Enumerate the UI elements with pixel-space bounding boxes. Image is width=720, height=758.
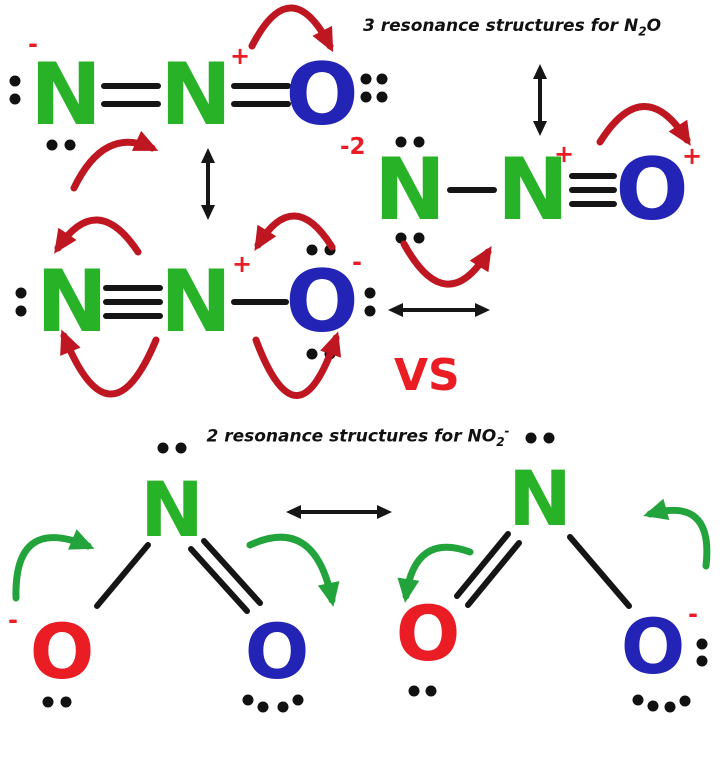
n2o-s3-oxygen: O xyxy=(285,252,359,352)
curved-arrow-green-3 xyxy=(397,543,474,603)
n2o-s1-n1-charge: - xyxy=(28,30,38,58)
top-title-subscript: 2 xyxy=(638,24,647,39)
n2o-s3-n2-charge: + xyxy=(232,250,253,278)
curved-arrow-red-4 xyxy=(400,240,492,288)
bottom-title-text: 2 resonance structures for NO xyxy=(206,426,497,447)
no2-s2-o-right-charge: - xyxy=(688,600,698,628)
n2o-s3-nitrogen-1: N xyxy=(36,252,108,352)
n2o-s1-nitrogen-2: N xyxy=(160,45,232,145)
vs-label: VS xyxy=(394,350,460,401)
curved-arrow-green-2 xyxy=(246,533,340,607)
n2o-s1-n2-charge: + xyxy=(230,42,251,70)
n2o-s2-o-charge: + xyxy=(682,142,703,170)
no2-s1-o-left-charge: - xyxy=(8,606,18,634)
bottom-title-superscript: - xyxy=(504,424,510,438)
n2o-s3-nitrogen-2: N xyxy=(160,252,232,352)
top-title: 3 resonance structures for N2O xyxy=(362,16,662,38)
n2o-s2-nitrogen-1: N xyxy=(374,140,446,240)
bottom-title-subscript: 2 xyxy=(496,435,505,450)
curved-arrow-red-8 xyxy=(252,331,342,399)
no2-s2-oxygen-left: O xyxy=(395,589,461,678)
n2o-s1-oxygen: O xyxy=(285,45,359,145)
n2o-s1-nitrogen-1: N xyxy=(30,45,102,145)
n2o-s2-n1-charge: -2 xyxy=(340,134,366,160)
curved-arrow-red-6 xyxy=(254,212,336,251)
n2o-s2-nitrogen-2: N xyxy=(497,140,569,240)
curved-arrow-green-4 xyxy=(643,498,711,570)
curved-arrow-red-7 xyxy=(60,329,160,398)
n2o-s2-n2-charge: + xyxy=(554,140,575,168)
resonance-arrows xyxy=(201,64,547,519)
bonds xyxy=(94,83,632,614)
red-electron-push-arrows xyxy=(54,4,691,399)
curved-arrow-red-2 xyxy=(70,130,159,192)
curved-arrow-red-3 xyxy=(596,103,691,146)
bottom-title: 2 resonance structures for NO2- xyxy=(158,424,558,449)
top-title-text: 3 resonance structures for N xyxy=(362,16,639,36)
no2-s1-oxygen-left: O xyxy=(29,607,95,696)
curved-arrow-red-5 xyxy=(54,216,142,256)
no2-s2-nitrogen: N xyxy=(508,454,572,543)
n2o-s2-oxygen: O xyxy=(615,140,689,240)
green-electron-push-arrows xyxy=(12,498,711,607)
curved-arrow-red-1 xyxy=(248,4,334,53)
curved-arrow-green-1 xyxy=(12,529,95,602)
no2-s2-oxygen-right: O xyxy=(620,602,686,691)
n2o-s3-o-charge: - xyxy=(352,248,362,276)
no2-s1-oxygen-right: O xyxy=(244,607,310,696)
top-title-suffix: O xyxy=(646,16,662,36)
no2-s1-nitrogen: N xyxy=(140,465,204,554)
